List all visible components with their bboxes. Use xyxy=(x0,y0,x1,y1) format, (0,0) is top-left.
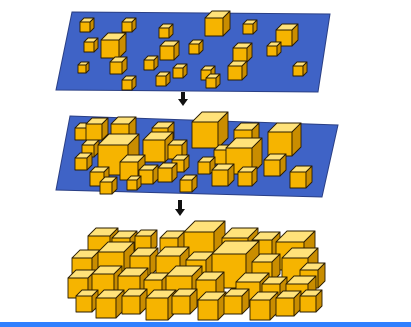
cube-island xyxy=(268,123,301,156)
cube-island xyxy=(80,18,94,32)
cube-island xyxy=(75,153,92,170)
island-cubes-3 xyxy=(68,221,325,320)
cube-island xyxy=(110,57,127,74)
cube-island xyxy=(101,33,126,58)
cube-island xyxy=(172,289,197,314)
arrow-down-icon xyxy=(178,92,188,106)
cube-island xyxy=(122,18,136,32)
cube-island xyxy=(100,177,117,194)
cube-island xyxy=(156,72,170,86)
cube-island xyxy=(139,165,158,184)
cube-island xyxy=(290,166,312,188)
cube-island xyxy=(267,42,281,56)
cube-island xyxy=(144,56,158,70)
cube-island xyxy=(84,38,98,52)
cube-island xyxy=(86,118,108,140)
cube-island xyxy=(76,290,98,312)
cube-island xyxy=(122,76,136,90)
cube-island xyxy=(122,289,147,314)
cube-island xyxy=(189,40,203,54)
cube-island xyxy=(96,290,124,318)
cube-island xyxy=(212,164,234,186)
cube-island xyxy=(224,289,249,314)
cube-island xyxy=(158,163,177,182)
cube-island xyxy=(206,74,220,88)
cube-island xyxy=(127,176,141,190)
cube-island xyxy=(264,154,286,176)
cube-island xyxy=(243,20,257,34)
cube-island xyxy=(238,167,257,186)
stage-1-sparse-islands xyxy=(56,11,330,92)
stage-2-growing-islands xyxy=(56,112,338,197)
cube-island xyxy=(205,11,230,36)
cube-island xyxy=(276,291,301,316)
cube-island xyxy=(300,290,322,312)
stage-3-coalesced-film xyxy=(68,221,325,320)
cube-island xyxy=(250,292,278,320)
bottom-bar xyxy=(0,322,411,327)
cube-island xyxy=(228,61,247,80)
cube-island xyxy=(160,41,179,60)
cube-island xyxy=(180,175,197,192)
cube-island xyxy=(293,62,307,76)
cube-island xyxy=(233,43,252,62)
cube-island xyxy=(198,292,226,320)
cube-island xyxy=(192,112,228,148)
cube-island xyxy=(159,24,173,38)
arrow-down-icon xyxy=(175,200,185,216)
cube-island xyxy=(146,290,176,320)
cube-island xyxy=(173,64,187,78)
cube-island xyxy=(78,62,89,73)
